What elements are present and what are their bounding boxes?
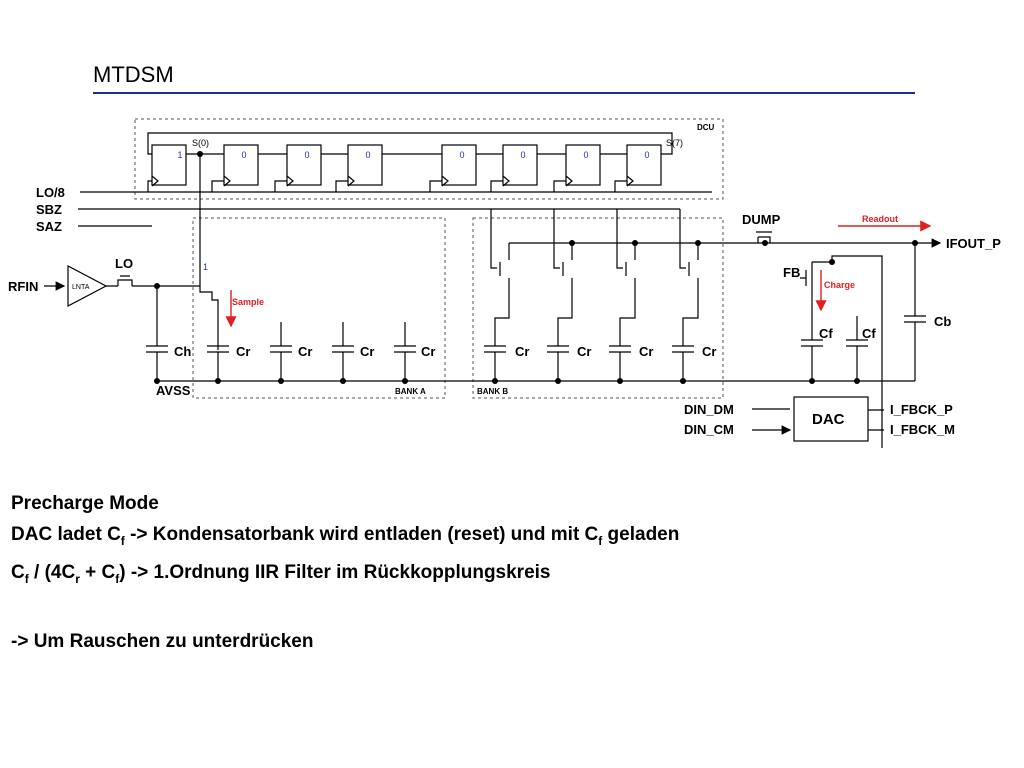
note-line: DAC ladet Cf -> Kondensatorbank wird ent… [11,524,680,548]
dac-label: DAC [812,411,845,428]
cr-label: Cr [236,344,250,359]
slide-title: MTDSM [93,62,174,87]
cr-label: Cr [639,344,653,359]
s7-label: S(7) [666,138,683,148]
saz-label: SAZ [36,219,62,234]
cr-label: Cr [360,344,374,359]
ff-state: 0 [520,150,525,160]
cb-label: Cb [934,314,951,329]
din-cm-label: DIN_CM [684,422,734,437]
sample-annotation: Sample [232,297,264,307]
circuit-schematic: DCU BANK A BANK B 1 0 0 0 0 0 0 0 S(0) S… [8,118,1001,448]
dac-block [793,396,869,442]
s0-label: S(0) [192,138,209,148]
avss-label: AVSS [156,383,191,398]
title-underline [93,92,915,94]
lnta-amplifier [67,265,108,307]
bank-a-outline [192,217,446,399]
bank-a-label: BANK A [395,387,426,396]
note-conclusion: -> Um Rauschen zu unterdrücken [11,630,314,652]
dcu-label: DCU [697,123,715,132]
cr-label: Cr [577,344,591,359]
ff-state: 1 [177,150,182,160]
flip-flop [626,144,662,186]
din-dm-label: DIN_DM [684,402,734,417]
shift-register [80,132,712,193]
explanation-text: Precharge Mode DAC ladet Cf -> Kondensat… [11,488,679,657]
ifout-label: IFOUT_P [946,236,1001,251]
flip-flop [441,144,477,186]
flip-flop [565,144,601,186]
node-label: 1 [203,262,208,272]
cf-label: Cf [862,326,876,341]
bank-b-label: BANK B [477,387,508,396]
flip-flop [502,144,538,186]
flip-flop [151,144,187,186]
ff-state: 0 [365,150,370,160]
ff-state: 0 [241,150,246,160]
dcu-block-outline [134,118,724,200]
ch-label: Ch [174,344,191,359]
fb-label: FB [783,265,800,280]
charge-annotation: Charge [824,280,855,290]
ff-state: 0 [644,150,649,160]
lo-label: LO [115,256,133,271]
lo8-label: LO/8 [36,185,65,200]
flip-flop [347,144,383,186]
note-line: Cf / (4Cr + Cf) -> 1.Ordnung IIR Filter … [11,561,551,586]
mode-heading: Precharge Mode [11,493,159,514]
cf-label: Cf [819,326,833,341]
dump-label: DUMP [742,212,781,227]
sbz-label: SBZ [36,202,62,217]
flip-flop [286,144,322,186]
cr-label: Cr [515,344,529,359]
bank-b-outline [472,217,724,399]
rfin-label: RFIN [8,279,38,294]
ifbck-p-label: I_FBCK_P [890,402,953,417]
cr-label: Cr [298,344,312,359]
ifbck-m-label: I_FBCK_M [890,422,955,437]
cr-label: Cr [421,344,435,359]
ff-state: 0 [583,150,588,160]
cr-label: Cr [702,344,716,359]
ff-state: 0 [304,150,309,160]
readout-annotation: Readout [862,214,898,224]
ff-state: 0 [459,150,464,160]
flip-flop [223,144,259,186]
lnta-label: LNTA [72,284,90,291]
